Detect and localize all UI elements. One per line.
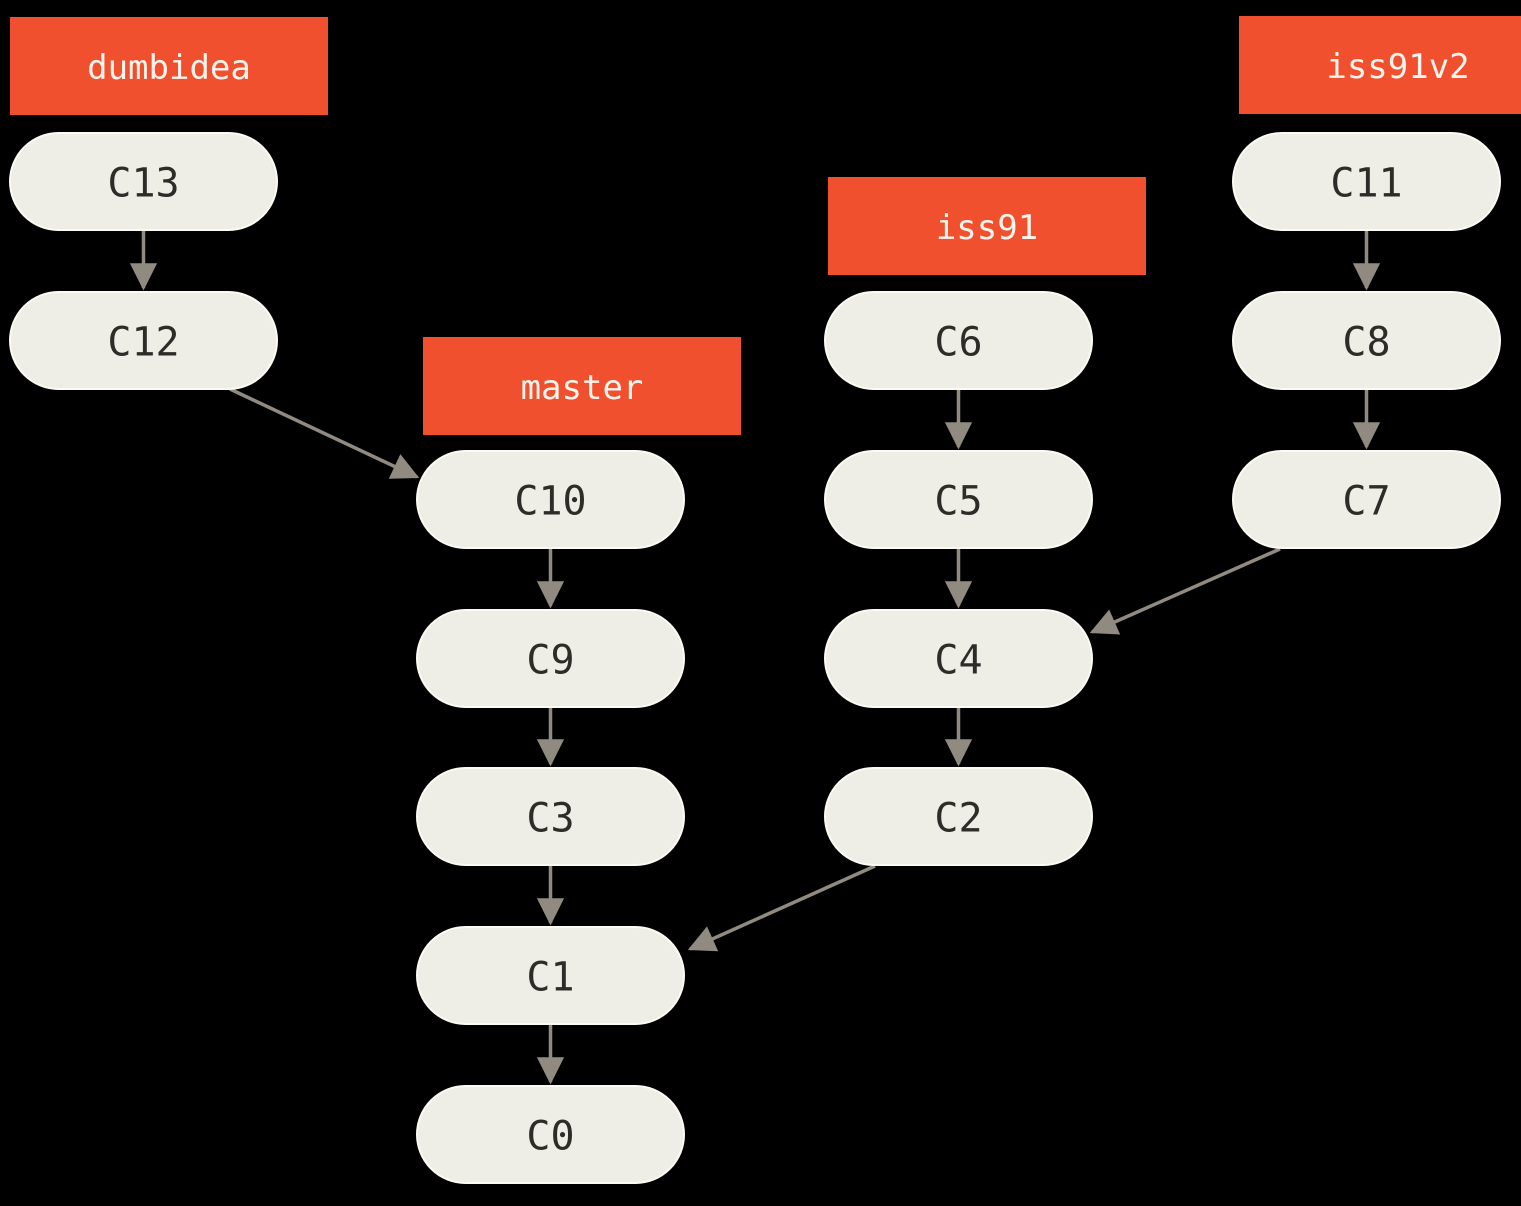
commit-pill [1232,132,1501,231]
commit-node-C1: C1 [416,926,685,1025]
commit-pill [416,1085,685,1184]
edge-C2-C1 [687,864,876,952]
branch-label-dumbidea: dumbidea [10,17,328,115]
commit-node-C5: C5 [824,450,1093,549]
commit-node-C12: C12 [9,291,278,390]
commit-pill [416,926,685,1025]
commit-label: C1 [526,955,574,1001]
branch-label-iss91: iss91 [828,177,1146,275]
commit-node-C2: C2 [824,767,1093,866]
branch-label-box [828,177,1146,275]
commit-pill [9,132,278,231]
commit-label: C2 [934,796,982,842]
commit-pill [824,450,1093,549]
branch-label-box [423,337,741,435]
commit-pill [824,767,1093,866]
commit-label: C5 [934,479,982,525]
commit-node-C0: C0 [416,1085,685,1184]
commit-label: C3 [526,796,574,842]
commit-pill [416,609,685,708]
commit-pill [416,450,685,549]
commit-pill [1232,291,1501,390]
commit-node-C13: C13 [9,132,278,231]
commit-node-C3: C3 [416,767,685,866]
commit-node-C9: C9 [416,609,685,708]
branch-label-box [10,17,328,115]
commit-node-C8: C8 [1232,291,1501,390]
commit-label: C12 [107,320,179,366]
commit-pill [824,291,1093,390]
branch-label-master: master [423,337,741,435]
commit-label: C6 [934,320,982,366]
commit-pill [824,609,1093,708]
commit-node-C7: C7 [1232,450,1501,549]
edge-C7-C4 [1089,547,1281,635]
commit-label: C13 [107,161,179,207]
branch-label-box [1239,16,1521,114]
commit-label: C7 [1342,479,1390,525]
edges-layer [129,231,1381,1085]
commit-pill [9,291,278,390]
commit-node-C10: C10 [416,450,685,549]
commit-node-C6: C6 [824,291,1093,390]
branch-labels-layer: dumbidea master iss91 iss91v2 [10,16,1521,435]
commit-node-C4: C4 [824,609,1093,708]
commit-label: C4 [934,638,982,684]
commit-label: C10 [514,479,586,525]
commit-pill [416,767,685,866]
branch-label-text: master [521,368,644,408]
branch-label-iss91v2: iss91v2 [1239,16,1521,114]
branch-label-text: dumbidea [87,48,251,88]
commit-label: C9 [526,638,574,684]
commit-label: C11 [1330,161,1402,207]
commit-pill [1232,450,1501,549]
commit-label: C8 [1342,320,1390,366]
branch-label-text: iss91v2 [1326,47,1469,87]
edge-C12-C10 [229,387,420,479]
commit-node-C11: C11 [1232,132,1501,231]
branch-label-text: iss91 [936,208,1038,248]
commit-label: C0 [526,1114,574,1160]
